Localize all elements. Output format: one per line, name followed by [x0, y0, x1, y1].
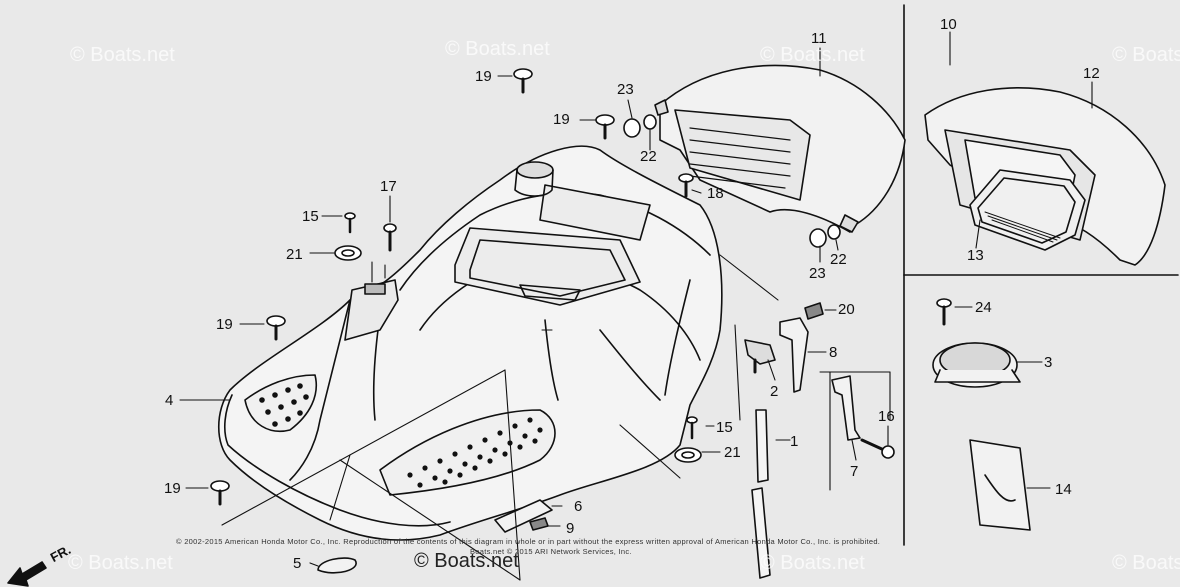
- callout-21[interactable]: 21: [724, 444, 741, 461]
- callout-12[interactable]: 12: [1083, 65, 1100, 82]
- callout-10[interactable]: 10: [940, 16, 957, 33]
- inset-frame: [903, 4, 1179, 546]
- callout-23[interactable]: 23: [809, 265, 826, 282]
- bag-14: [969, 439, 1031, 531]
- tube-joint: [744, 317, 809, 393]
- callout-17[interactable]: 17: [380, 178, 397, 195]
- front-cover-body: [217, 145, 723, 541]
- watermark: © Boats.net: [760, 552, 865, 574]
- callout-16[interactable]: 16: [878, 408, 895, 425]
- copyright-line: © 2002-2015 American Honda Motor Co., In…: [176, 537, 881, 546]
- callout-23[interactable]: 23: [617, 81, 634, 98]
- grommets: [334, 114, 841, 463]
- watermark: © Boats.net: [1112, 552, 1180, 574]
- cap-3: [932, 342, 1021, 388]
- callout-7[interactable]: 7: [850, 463, 859, 480]
- callout-1[interactable]: 1: [790, 433, 799, 450]
- watermark: © Boats.net: [68, 552, 173, 574]
- watermark: © Boats.net: [760, 44, 865, 66]
- callout-22[interactable]: 22: [640, 148, 657, 165]
- front-arrow-icon: [7, 561, 47, 587]
- watermark: © Boats.net: [1112, 44, 1180, 66]
- bracket-7: [831, 375, 861, 441]
- watermark: © Boats.net: [70, 44, 175, 66]
- rear-cover: [654, 64, 906, 233]
- callout-22[interactable]: 22: [830, 251, 847, 268]
- callout-15[interactable]: 15: [302, 208, 319, 225]
- clip-20: [804, 302, 824, 320]
- callout-19[interactable]: 19: [553, 111, 570, 128]
- bag-14-mark: [984, 474, 1016, 502]
- drain-tube: [751, 409, 771, 579]
- watermark: © Boats.net: [445, 38, 550, 60]
- callout-20[interactable]: 20: [838, 301, 855, 318]
- callout-14[interactable]: 14: [1055, 481, 1072, 498]
- callout-8[interactable]: 8: [829, 344, 838, 361]
- callout-13[interactable]: 13: [967, 247, 984, 264]
- callout-3[interactable]: 3: [1044, 354, 1053, 371]
- callout-24[interactable]: 24: [975, 299, 992, 316]
- main-watermark: © Boats.net: [414, 550, 519, 572]
- copyright-line: Boats.net © 2015 ARI Network Services, I…: [470, 547, 632, 556]
- callout-19[interactable]: 19: [164, 480, 181, 497]
- inset-cover: [924, 87, 1166, 266]
- leader-lines: [179, 31, 1093, 581]
- callout-15[interactable]: 15: [716, 419, 733, 436]
- callout-11[interactable]: 11: [811, 30, 827, 47]
- bolts: [210, 68, 952, 506]
- callout-19[interactable]: 19: [475, 68, 492, 85]
- callout-4[interactable]: 4: [165, 392, 174, 409]
- callout-6[interactable]: 6: [574, 498, 583, 515]
- callout-19[interactable]: 19: [216, 316, 233, 333]
- callout-2[interactable]: 2: [770, 383, 779, 400]
- callout-18[interactable]: 18: [707, 185, 724, 202]
- callout-9[interactable]: 9: [566, 520, 575, 537]
- callout-21[interactable]: 21: [286, 246, 303, 263]
- callout-5[interactable]: 5: [293, 555, 302, 572]
